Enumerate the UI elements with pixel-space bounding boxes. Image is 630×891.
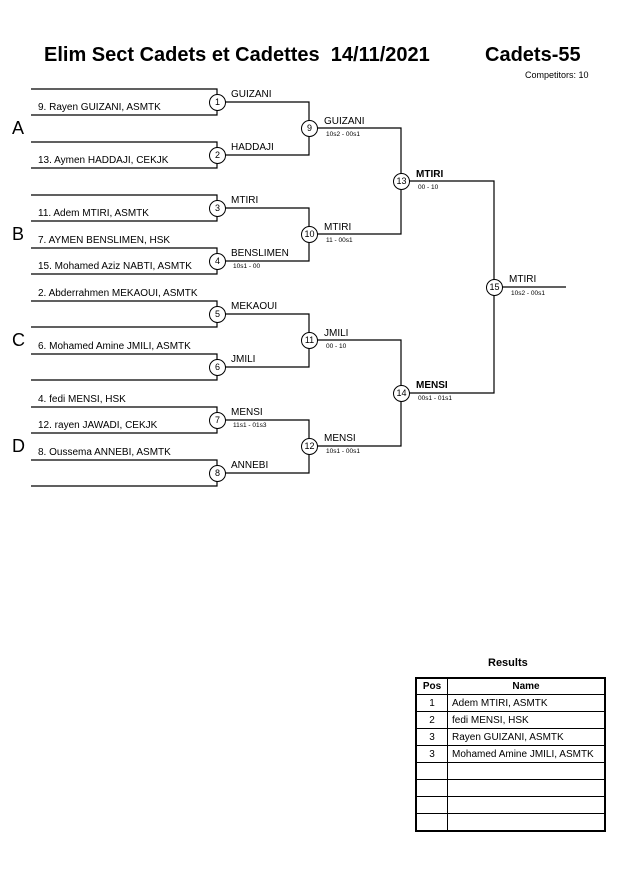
match-winner: MTIRI	[416, 169, 444, 180]
match-winner: MENSI	[416, 380, 448, 391]
result-pos: 3	[415, 728, 448, 746]
competitor-entry: 4. fedi MENSI, HSK	[38, 394, 126, 405]
result-pos	[415, 796, 448, 814]
match-number-badge: 15	[486, 279, 503, 296]
table-row	[415, 796, 606, 814]
results-header-row: Pos Name	[415, 677, 606, 695]
results-title: Results	[488, 657, 528, 669]
match-winner: HADDAJI	[231, 142, 274, 153]
result-name	[447, 796, 606, 814]
results-col-name: Name	[447, 677, 606, 695]
match-number-badge: 14	[393, 385, 410, 402]
match-score: 00 - 10	[326, 343, 347, 350]
competitor-entry: 11. Adem MTIRI, ASMTK	[38, 208, 149, 219]
match-winner: ANNEBI	[231, 460, 269, 471]
match-score: 10s1 - 00s1	[326, 448, 360, 455]
competitor-entry: 9. Rayen GUIZANI, ASMTK	[38, 102, 161, 113]
match-number-badge: 1	[209, 94, 226, 111]
table-row	[415, 779, 606, 797]
result-name: fedi MENSI, HSK	[447, 711, 606, 729]
competitors-count: Competitors: 10	[525, 70, 589, 80]
competitor-entry: 7. AYMEN BENSLIMEN, HSK	[38, 235, 171, 246]
result-name	[447, 813, 606, 832]
result-name	[447, 779, 606, 797]
match-winner: MENSI	[324, 433, 356, 444]
match-score: 10s2 - 00s1	[511, 290, 545, 297]
match-number-badge: 3	[209, 200, 226, 217]
result-name	[447, 762, 606, 780]
match-winner: JMILI	[231, 354, 256, 365]
match-score: 10s2 - 00s1	[326, 131, 360, 138]
result-name: Adem MTIRI, ASMTK	[447, 694, 606, 712]
match-number-badge: 8	[209, 465, 226, 482]
results-col-pos: Pos	[415, 677, 448, 695]
competitor-entry: 2. Abderrahmen MEKAOUI, ASMTK	[38, 288, 198, 299]
match-number-badge: 4	[209, 253, 226, 270]
match-winner: MTIRI	[231, 195, 259, 206]
match-winner: MENSI	[231, 407, 263, 418]
match-number-badge: 9	[301, 120, 318, 137]
match-number-badge: 11	[301, 332, 318, 349]
table-row	[415, 813, 606, 832]
competitor-entry: 8. Oussema ANNEBI, ASMTK	[38, 447, 171, 458]
result-name: Mohamed Amine JMILI, ASMTK	[447, 745, 606, 763]
pool-label-a: A	[12, 118, 25, 138]
result-name: Rayen GUIZANI, ASMTK	[447, 728, 606, 746]
event-category: Cadets-55	[485, 44, 581, 66]
competitor-entry: 12. rayen JAWADI, CEKJK	[38, 420, 158, 431]
match-winner: BENSLIMEN	[231, 248, 289, 259]
pool-label-b: B	[12, 224, 25, 244]
match-winner: GUIZANI	[324, 116, 365, 127]
result-pos	[415, 813, 448, 832]
match-winner: GUIZANI	[231, 89, 272, 100]
match-winner: JMILI	[324, 328, 349, 339]
match-winner: MTIRI	[324, 222, 352, 233]
result-pos	[415, 779, 448, 797]
match-number-badge: 7	[209, 412, 226, 429]
match-number-badge: 13	[393, 173, 410, 190]
match-number-badge: 10	[301, 226, 318, 243]
final-winner: MTIRI	[509, 274, 537, 285]
match-score: 11s1 - 01s3	[233, 422, 267, 429]
pool-label-c: C	[12, 330, 25, 350]
match-score: 11 - 00s1	[326, 237, 353, 244]
result-pos: 1	[415, 694, 448, 712]
match-number-badge: 5	[209, 306, 226, 323]
match-number-badge: 2	[209, 147, 226, 164]
result-pos	[415, 762, 448, 780]
match-score: 00 - 10	[418, 184, 439, 191]
pool-label-d: D	[12, 436, 25, 456]
table-row	[415, 762, 606, 780]
competitor-entry: 6. Mohamed Amine JMILI, ASMTK	[38, 341, 191, 352]
competitor-entry: 15. Mohamed Aziz NABTI, ASMTK	[38, 261, 192, 272]
result-pos: 3	[415, 745, 448, 763]
match-score: 00s1 - 01s1	[418, 395, 452, 402]
match-number-badge: 6	[209, 359, 226, 376]
match-winner: MEKAOUI	[231, 301, 278, 312]
match-score: 10s1 - 00	[233, 263, 261, 270]
match-number-badge: 12	[301, 438, 318, 455]
page-title: Elim Sect Cadets et Cadettes 14/11/2021	[44, 44, 430, 66]
competitor-entry: 13. Aymen HADDAJI, CEKJK	[38, 155, 169, 166]
result-pos: 2	[415, 711, 448, 729]
